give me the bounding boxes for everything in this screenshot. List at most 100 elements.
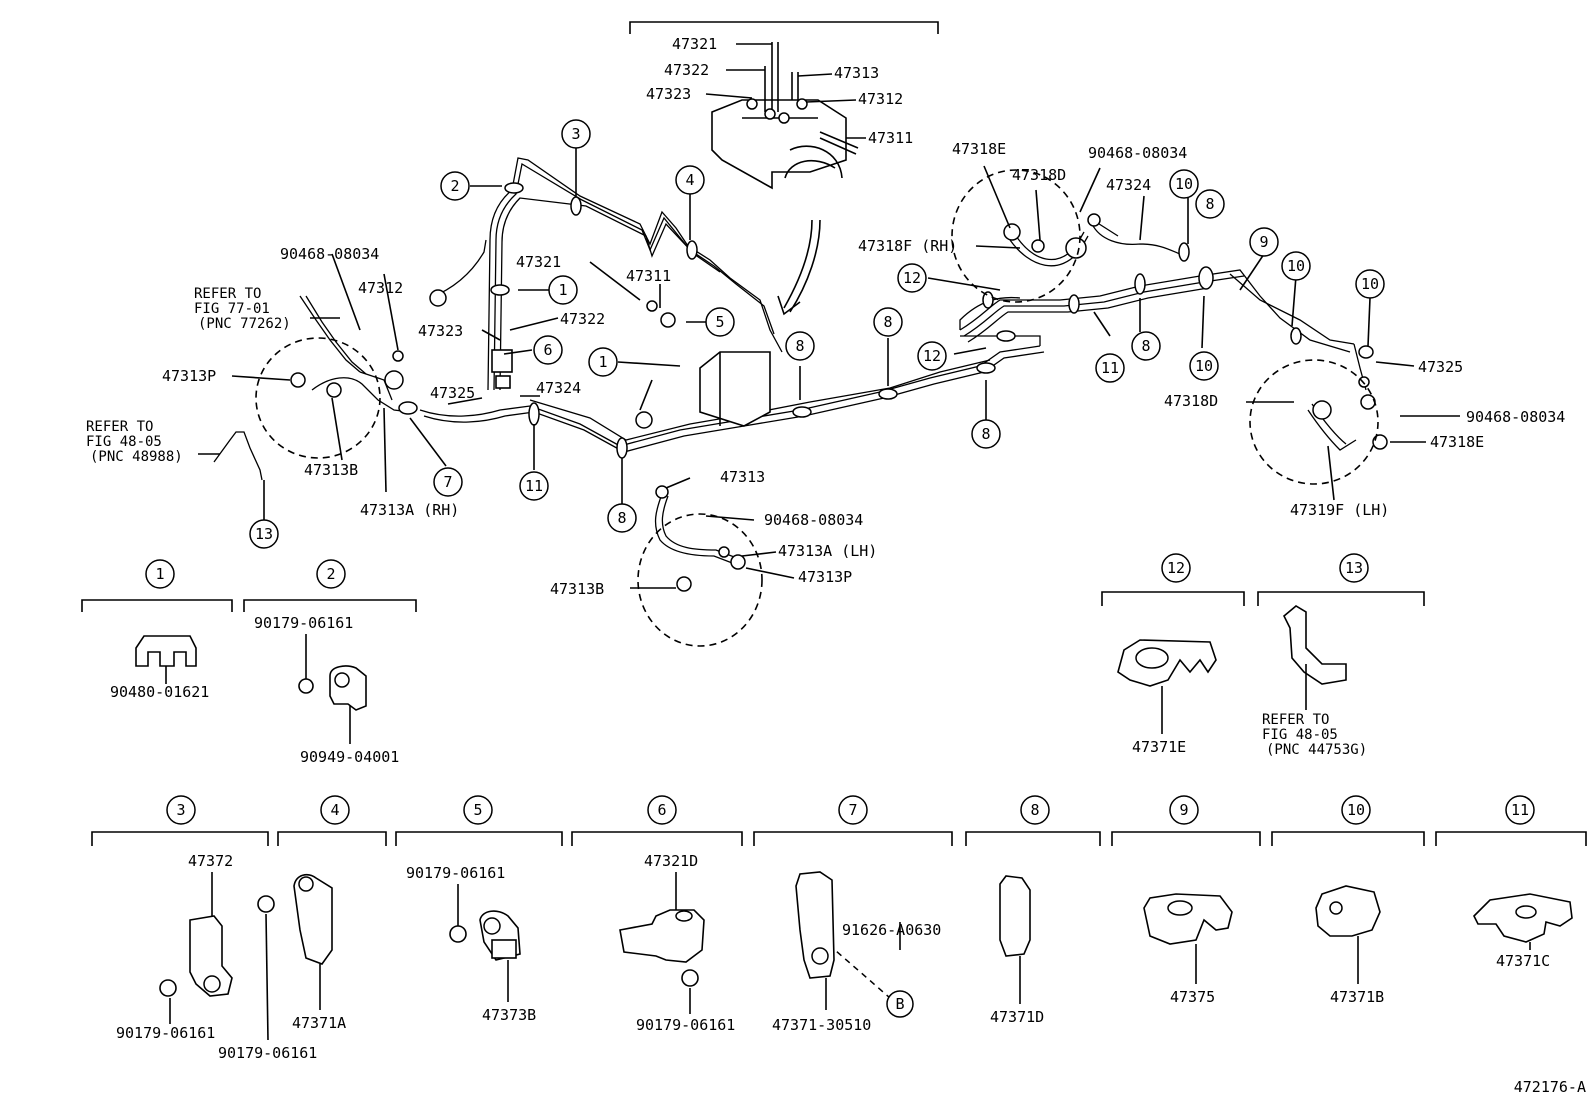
callout-8-b: 8 — [873, 307, 903, 337]
detail-circle-rh-front — [255, 337, 381, 459]
actuator-assembly — [629, 21, 939, 316]
part-label: 8 — [617, 509, 626, 527]
part-label: 47324 — [536, 379, 581, 397]
part-label: 47318F (RH) — [858, 237, 957, 255]
part-label: 8 — [981, 425, 990, 443]
part-label: 10 — [1347, 801, 1365, 819]
part-label: 9 — [1179, 801, 1188, 819]
callout-B: B — [895, 995, 904, 1013]
part-47375: 47375 — [1170, 988, 1215, 1006]
part-label: 11 — [1511, 801, 1529, 819]
refer-notes: REFER TO FIG 77-01 (PNC 77262) REFER TO … — [86, 286, 1367, 758]
part-label: 4 — [685, 171, 694, 189]
part-label: 90468-08034 — [280, 245, 379, 263]
part-label: 47318D — [1164, 392, 1218, 410]
part-47372: 47372 — [188, 852, 233, 870]
part-47373B: 47373B — [482, 1006, 536, 1024]
part-label: REFER TO — [194, 286, 261, 302]
part-label: 47325 — [1418, 358, 1463, 376]
part-label: 47318E — [1430, 433, 1484, 451]
part-label: 1 — [598, 353, 607, 371]
callout-1-b: 1 — [588, 347, 618, 377]
main-callouts: 2 3 4 1 5 6 1 8 8 12 8 7 11 8 13 10 8 9 … — [249, 119, 1385, 549]
part-label: 8 — [883, 313, 892, 331]
leader-lines — [198, 43, 1460, 999]
part-label: 5 — [715, 313, 724, 331]
detail-11: 11 47371C — [1435, 795, 1587, 970]
callout-9: 9 — [1249, 227, 1279, 257]
part-label: 47313A (RH) — [360, 501, 459, 519]
part-label: 47313B — [550, 580, 604, 598]
detail-8: 8 47371D — [965, 795, 1101, 1026]
part-47371C: 47371C — [1496, 952, 1550, 970]
part-label: 47313B — [304, 461, 358, 479]
part-label: 4 — [330, 801, 339, 819]
part-91626-A0630: 91626-A0630 — [842, 921, 941, 939]
main-part-labels: 90468-08034 47312 47323 47321 47311 4732… — [162, 140, 1565, 598]
callout-12-b: 12 — [897, 263, 927, 293]
part-90179-06161-b: 90179-06161 — [116, 1024, 215, 1042]
detail-7: 7 91626-A0630 B 47371-30510 — [753, 795, 953, 1034]
label-47313: 47313 — [834, 64, 879, 82]
part-label: 2 — [326, 565, 335, 583]
part-label: 47318D — [1012, 166, 1066, 184]
label-47322: 47322 — [664, 61, 709, 79]
callout-10-b: 10 — [1281, 251, 1311, 281]
callout-1: 1 — [548, 275, 578, 305]
part-label: FIG 48-05 — [1262, 727, 1338, 743]
part-label: 12 — [903, 269, 921, 287]
part-label: 47321 — [516, 253, 561, 271]
detail-circle-rh-rear — [951, 169, 1081, 303]
part-label: 47318E — [952, 140, 1006, 158]
part-label: 47313A (LH) — [778, 542, 877, 560]
part-label: 11 — [1101, 359, 1119, 377]
part-label: 12 — [1167, 559, 1185, 577]
part-90179-06161-e: 90179-06161 — [636, 1016, 735, 1034]
callout-7: 7 — [433, 467, 463, 497]
callout-8-f: 8 — [1131, 331, 1161, 361]
part-label: 5 — [473, 801, 482, 819]
callout-8-a: 8 — [785, 331, 815, 361]
callout-3: 3 — [561, 119, 591, 149]
detail-6: 6 47321D 90179-06161 — [571, 795, 743, 1034]
part-label: 12 — [923, 347, 941, 365]
callout-4: 4 — [675, 165, 705, 195]
part-label: 47313P — [798, 568, 852, 586]
part-label: 10 — [1195, 357, 1213, 375]
label-47323: 47323 — [646, 85, 691, 103]
part-label: 11 — [525, 477, 543, 495]
part-label: 7 — [848, 801, 857, 819]
detail-circle-lh-rear — [1249, 359, 1379, 485]
part-90949-04001: 90949-04001 — [300, 748, 399, 766]
part-label: 6 — [543, 341, 552, 359]
part-label: REFER TO — [1262, 712, 1329, 728]
part-label: 3 — [571, 125, 580, 143]
part-47371E: 47371E — [1132, 738, 1186, 756]
part-90179-06161-d: 90179-06161 — [406, 864, 505, 882]
part-label: 8 — [1141, 337, 1150, 355]
part-label: 47324 — [1106, 176, 1151, 194]
part-label: FIG 48-05 — [86, 434, 162, 450]
part-47371A: 47371A — [292, 1014, 346, 1032]
part-90480-01621: 90480-01621 — [110, 683, 209, 701]
callout-8-d: 8 — [607, 503, 637, 533]
part-90179-06161-c: 90179-06161 — [218, 1044, 317, 1062]
callout-10-a: 10 — [1169, 169, 1199, 199]
detail-12: 12 47371E — [1101, 553, 1245, 756]
callout-6: 6 — [533, 335, 563, 365]
part-label: 6 — [657, 801, 666, 819]
part-label: 2 — [450, 177, 459, 195]
part-label: 47311 — [626, 267, 671, 285]
part-label: (PNC 44753G) — [1266, 742, 1367, 758]
part-label: 9 — [1259, 233, 1268, 251]
part-label: REFER TO — [86, 419, 153, 435]
part-label: 90468-08034 — [1466, 408, 1565, 426]
callout-12-a: 12 — [917, 341, 947, 371]
detail-1: 1 90480-01621 — [81, 559, 233, 701]
detail-9: 9 47375 — [1111, 795, 1261, 1006]
part-label: 47319F (LH) — [1290, 501, 1389, 519]
callout-13-a: 13 — [249, 519, 279, 549]
label-47312: 47312 — [858, 90, 903, 108]
part-label: 1 — [155, 565, 164, 583]
